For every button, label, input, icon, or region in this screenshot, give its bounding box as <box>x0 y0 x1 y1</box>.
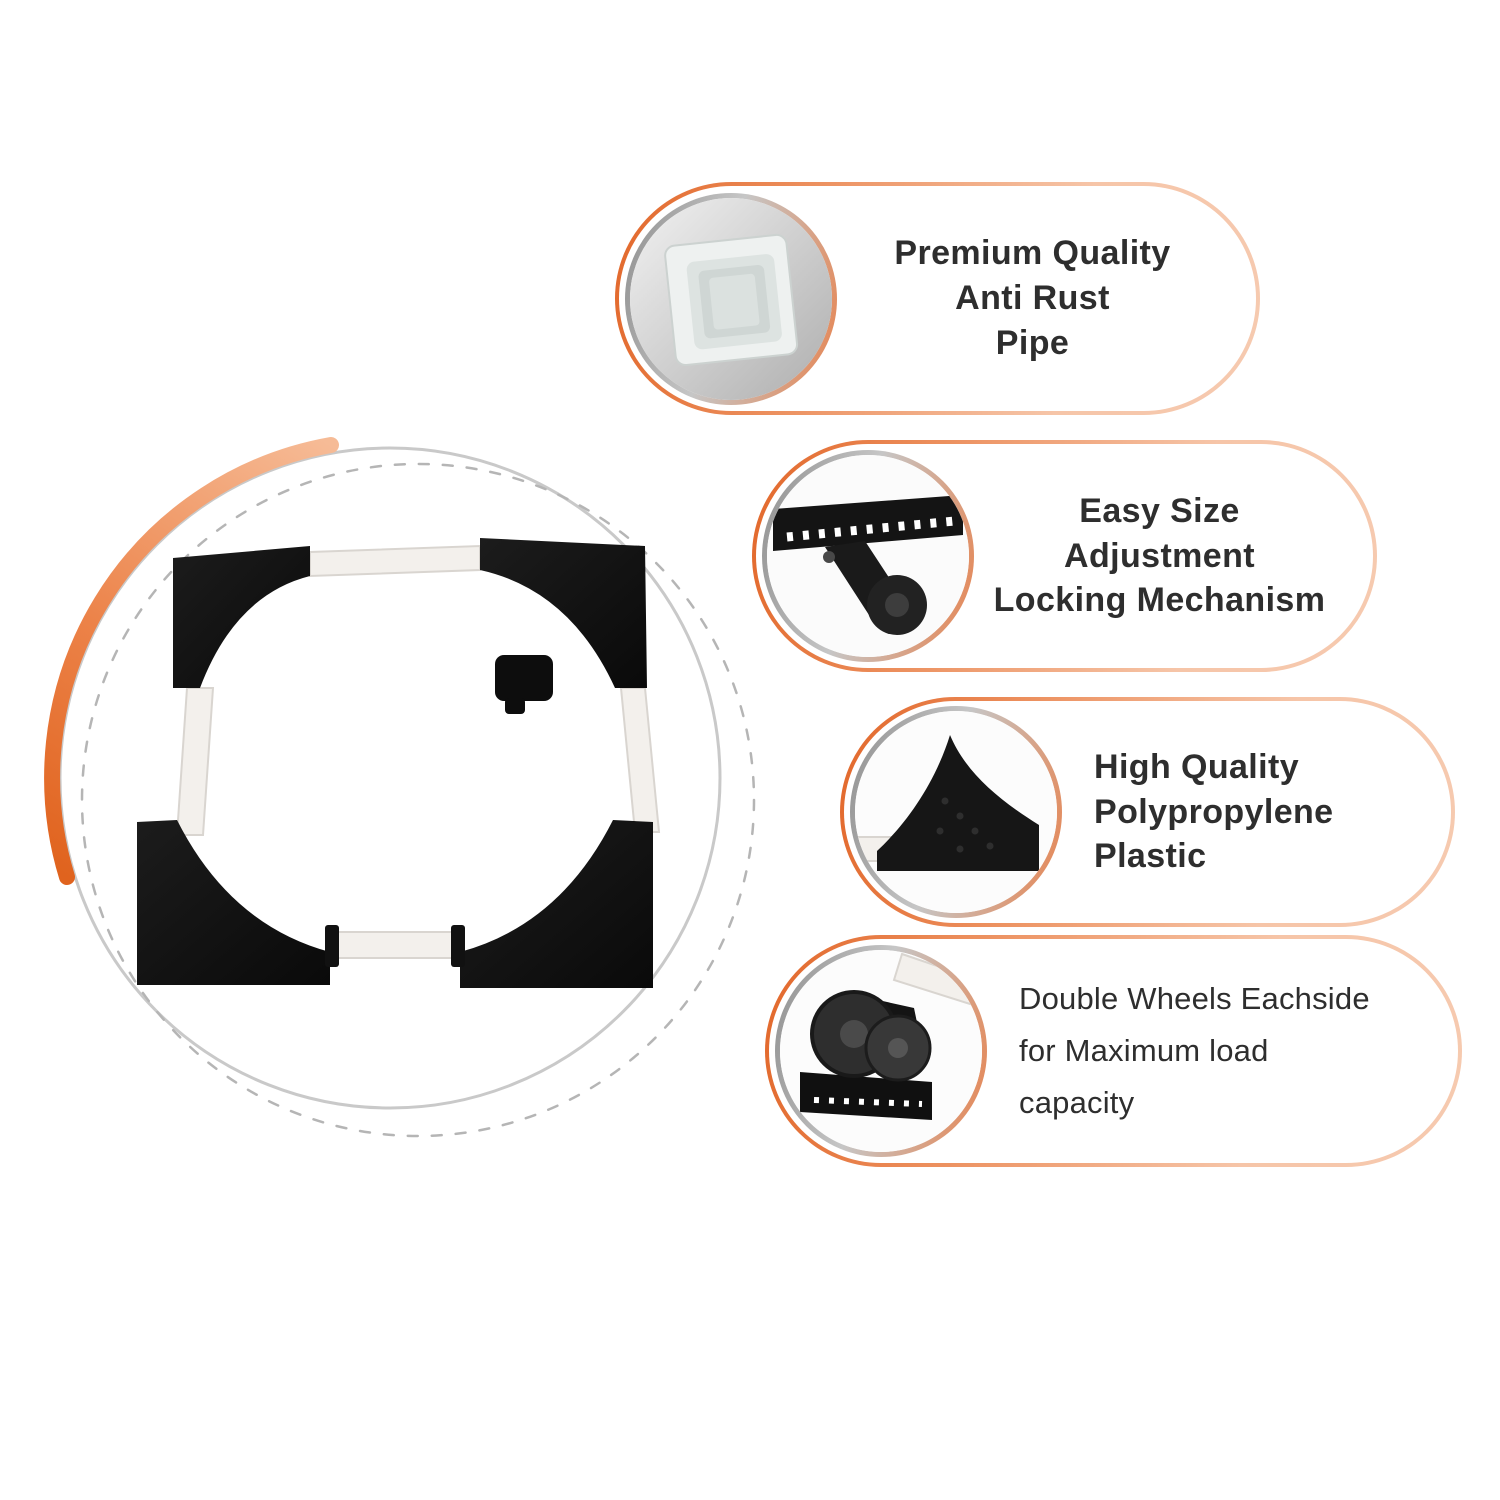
feature-card-anti-rust-pipe: Premium Quality Anti Rust Pipe <box>615 182 1260 415</box>
pipe-clip-right <box>451 925 465 967</box>
feature-photo-ring <box>775 945 987 1157</box>
corner-bracket-bottom-left <box>137 820 330 985</box>
feature-card-body: Easy Size Adjustment Locking Mechanism <box>756 444 1373 668</box>
stand-pipes <box>175 544 661 959</box>
feature-card-body: Premium Quality Anti Rust Pipe <box>619 186 1256 411</box>
feature-title-anti-rust-pipe: Premium Quality Anti Rust Pipe <box>894 234 1171 362</box>
pipe-clip-left <box>325 925 339 967</box>
feature-photo-ring <box>762 450 974 662</box>
feature-card-polypropylene: High Quality Polypropylene Plastic <box>840 697 1455 927</box>
feature-card-double-wheels: Double Wheels Eachside for Maximum load … <box>765 935 1462 1167</box>
locking-knob-nub <box>505 698 525 714</box>
caster-wheels-image <box>780 950 982 1152</box>
dashed-circle <box>80 462 756 1138</box>
corner-bracket-image <box>855 711 1057 913</box>
corner-bracket-top-left <box>173 546 310 688</box>
double-caster-wheels-photo <box>780 950 982 1152</box>
stand-corner-brackets <box>137 538 653 988</box>
corner-bracket-bottom-right <box>460 820 653 988</box>
locking-mechanism-image <box>767 455 969 657</box>
corner-bracket-top-right <box>480 538 647 688</box>
size-adjustment-lock-photo <box>767 455 969 657</box>
feature-photo-ring <box>850 706 1062 918</box>
anti-rust-pipe-cross-section-photo <box>630 197 832 400</box>
feature-card-size-adjustment: Easy Size Adjustment Locking Mechanism <box>752 440 1377 672</box>
feature-title-size-adjustment: Easy Size Adjustment Locking Mechanism <box>993 491 1326 620</box>
feature-photo-ring <box>625 192 837 405</box>
feature-title-polypropylene: High Quality Polypropylene Plastic <box>1094 747 1334 876</box>
product-hero <box>25 420 760 1190</box>
feature-title-double-wheels: Double Wheels Eachside for Maximum load … <box>1019 980 1370 1121</box>
locking-knob <box>495 655 553 701</box>
adjustable-appliance-stand-photo <box>44 437 756 1138</box>
pipe-cross-section-image <box>630 197 832 400</box>
feature-card-body: Double Wheels Eachside for Maximum load … <box>769 939 1458 1163</box>
feature-card-body: High Quality Polypropylene Plastic <box>844 701 1451 923</box>
orange-accent-arc <box>44 437 339 885</box>
polypropylene-corner-bracket-photo <box>855 711 1057 913</box>
